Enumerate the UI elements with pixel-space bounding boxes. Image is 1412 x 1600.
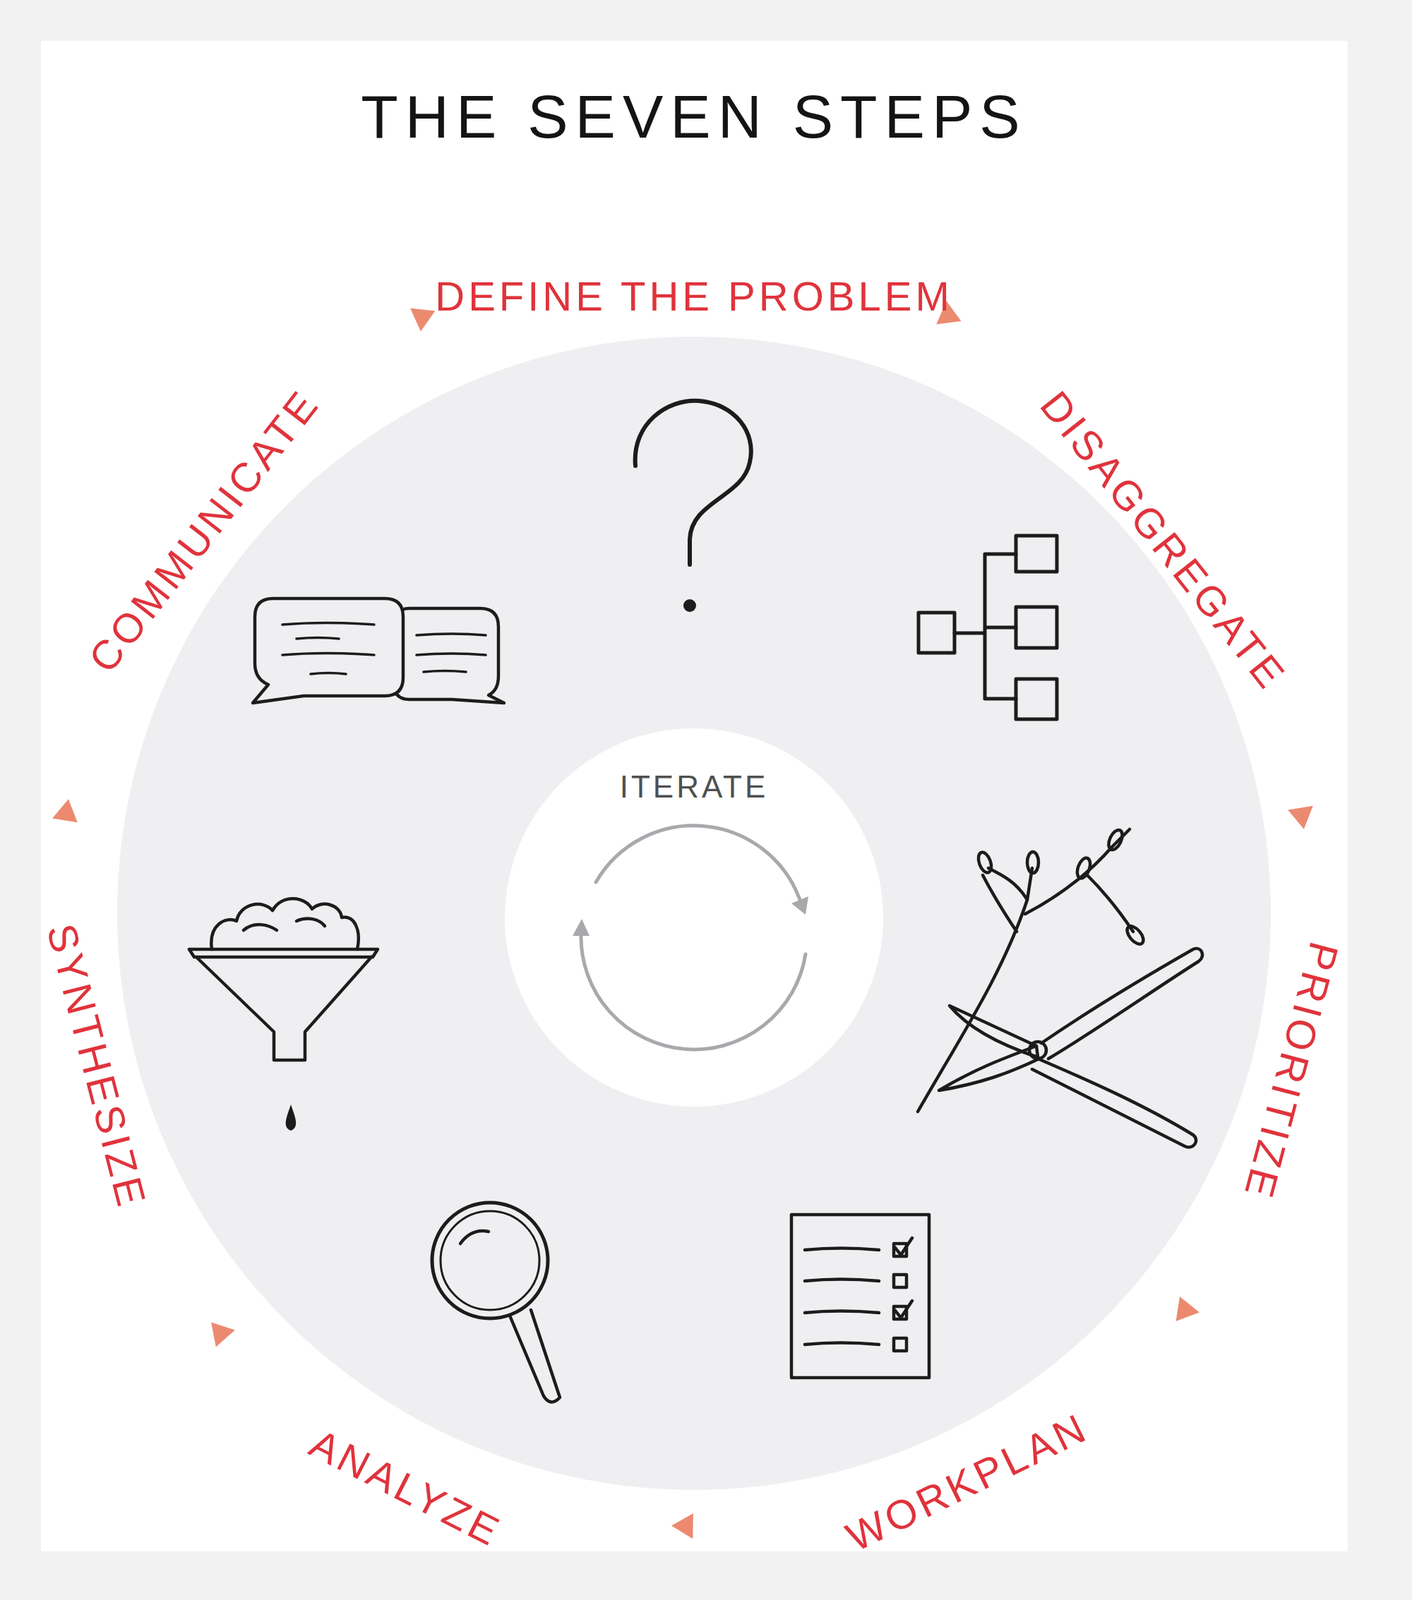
question-icon: [635, 401, 752, 613]
org-chart-icon: [918, 535, 1057, 720]
step-label: DEFINE THE PROBLEM: [434, 273, 954, 320]
shears-icon: [917, 828, 1203, 1148]
step-arrow: [1176, 1296, 1200, 1322]
iterate-circle: ITERATE: [504, 728, 884, 1108]
step-arrow: [211, 1323, 236, 1348]
step-label: COMMUNICATE: [79, 381, 328, 682]
iterate-disk: [504, 728, 884, 1108]
step-label: ANALYZE: [302, 1421, 510, 1557]
step-arrow: [1287, 806, 1314, 830]
speech-bubbles-icon: [252, 598, 505, 704]
step-arrow: [52, 799, 78, 823]
funnel-icon: [189, 898, 378, 1132]
grey-disk: [117, 336, 1271, 1491]
step-arrow: [410, 308, 435, 332]
step-arrow: [671, 1513, 694, 1540]
iterate-arrows: [572, 826, 809, 1050]
node-text: ITERATE: [619, 770, 769, 805]
step-label: PRIORITIZE: [1235, 937, 1348, 1206]
step-label: WORKPLAN: [839, 1404, 1096, 1561]
step-label: DISAGGREGATE: [1032, 383, 1296, 699]
magnifier-icon: [432, 1203, 560, 1403]
diagram-title: THE SEVEN STEPS: [360, 83, 1027, 151]
step-arrows: [52, 301, 1314, 1540]
step-label: SYNTHESIZE: [38, 919, 156, 1214]
checklist-icon: [791, 1215, 930, 1379]
